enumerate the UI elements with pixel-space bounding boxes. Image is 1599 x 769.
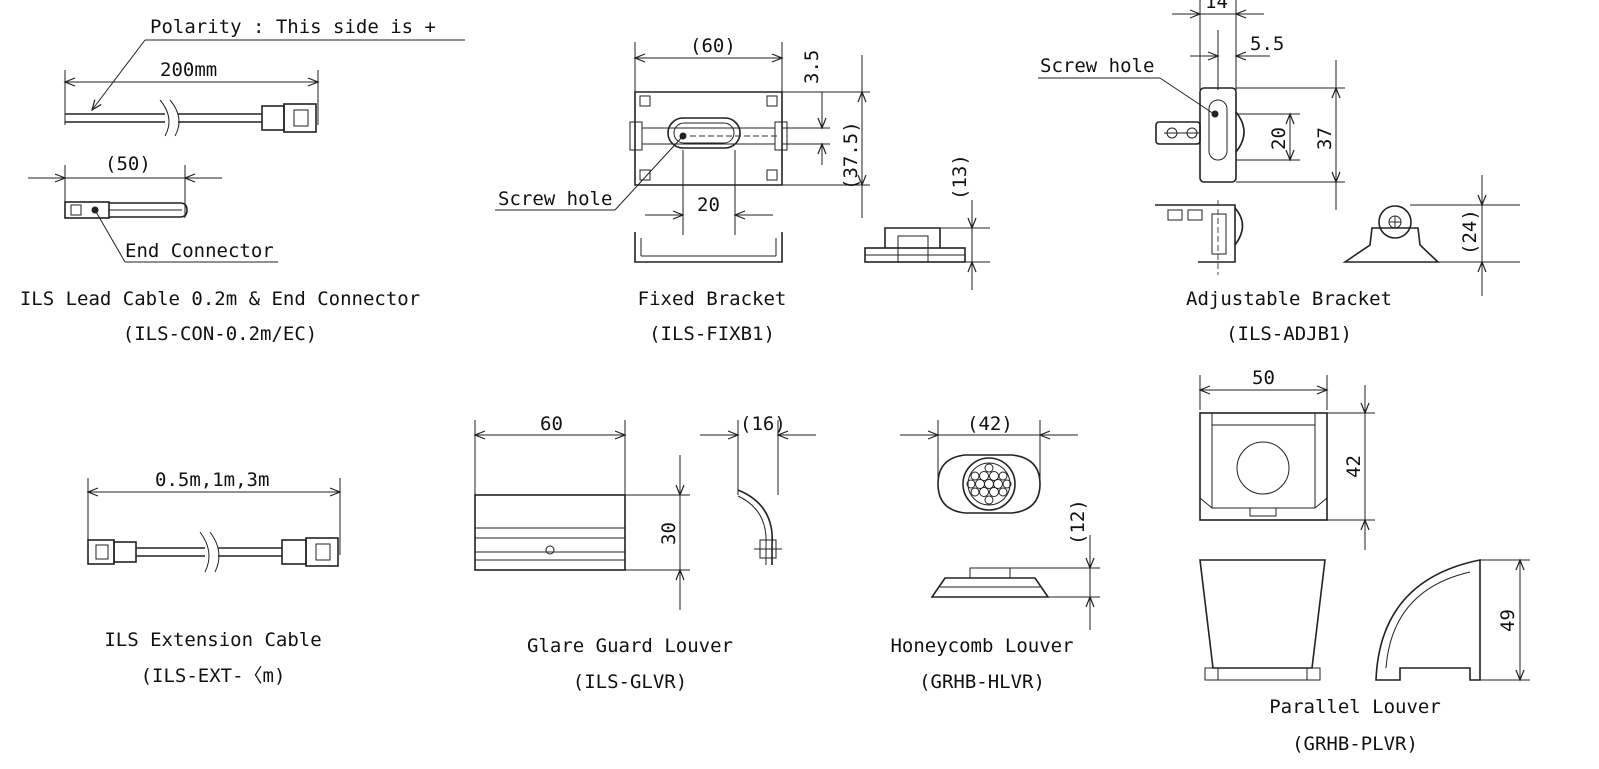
fixed-bracket-name: Fixed Bracket (638, 288, 787, 310)
end-connector-label: End Connector (125, 240, 274, 262)
parallel-code: (GRHB-PLVR) (1292, 733, 1418, 755)
lead-cable-drawing (65, 99, 317, 137)
parallel-top-view (1199, 412, 1328, 521)
parallel-front-view (1199, 559, 1326, 681)
extension-cable-name: ILS Extension Cable (104, 629, 321, 651)
honeycomb-name: Honeycomb Louver (890, 635, 1073, 657)
honeycomb-side-view (930, 567, 1050, 598)
honeycomb-code: (GRHB-HLVR) (919, 671, 1045, 693)
fixed-offset-label: 3.5 (801, 50, 823, 84)
extension-length-label: 0.5m,1m,3m (155, 469, 269, 491)
fixed-screw-hole-label: Screw hole (498, 188, 612, 210)
parallel-side-view (1375, 559, 1481, 681)
parallel-group: 50 42 (1198, 367, 1530, 755)
fixed-bracket-top-view (629, 91, 788, 186)
lead-cable-code: (ILS-CON-0.2m/EC) (123, 323, 317, 345)
fixed-bracket-group: (60) 3.5 (37.5) (495, 35, 990, 345)
adjustable-bracket-group: 14 5.5 Screw hole 20 37 (1038, 0, 1520, 345)
adjustable-bracket-side-view (1155, 200, 1244, 275)
glare-guard-group: 60 30 (16) Glare Guard Louver (473, 413, 816, 693)
fixed-bracket-end-view (864, 227, 966, 263)
fixed-bracket-channel-view (634, 232, 783, 263)
parallel-height-label: 49 (1497, 609, 1519, 632)
fixed-bracket-code: (ILS-FIXB1) (649, 323, 775, 345)
glare-guard-front-view (474, 494, 626, 571)
lead-cable-group: Polarity : This side is + 200mm (50) (20, 16, 465, 345)
honeycomb-group: (42) (12 (890, 413, 1100, 693)
glare-guard-code: (ILS-GLVR) (573, 671, 687, 693)
glare-width-label: 60 (540, 413, 563, 435)
extension-cable-drawing (87, 531, 339, 573)
glare-guard-name: Glare Guard Louver (527, 635, 733, 657)
fixed-side-height-label: (13) (949, 154, 971, 200)
glare-height-label: 30 (658, 522, 680, 545)
adjustable-bracket-end-view (1342, 205, 1441, 263)
fixed-hole-spacing-label: 20 (697, 194, 720, 216)
adjustable-offset-label: 5.5 (1250, 33, 1284, 55)
adjustable-bracket-name: Adjustable Bracket (1186, 288, 1392, 310)
honeycomb-width-label: (42) (967, 413, 1013, 435)
fixed-height-label: (37.5) (840, 121, 862, 190)
adjustable-height-label: 37 (1314, 127, 1336, 150)
end-connector-length-label: (50) (105, 153, 151, 175)
fixed-width-label: (60) (690, 35, 736, 57)
polarity-note: Polarity : This side is + (150, 16, 436, 38)
parallel-width-label: 50 (1252, 367, 1275, 389)
adjustable-bracket-front-view (1155, 87, 1245, 183)
lead-cable-name: ILS Lead Cable 0.2m & End Connector (20, 288, 420, 310)
adjustable-hole-height-label: 20 (1268, 127, 1290, 150)
glare-depth-label: (16) (740, 413, 786, 435)
glare-guard-side-view (737, 489, 782, 565)
honeycomb-top-view (937, 454, 1041, 514)
extension-cable-code: (ILS-EXT-〈m) (141, 665, 286, 687)
adjustable-side-height-label: (24) (1459, 209, 1481, 255)
honeycomb-height-label: (12) (1067, 499, 1089, 545)
parallel-name: Parallel Louver (1269, 696, 1441, 718)
end-connector-drawing (64, 201, 188, 219)
adjustable-width-label: 14 (1205, 0, 1228, 13)
adjustable-bracket-code: (ILS-ADJB1) (1226, 323, 1352, 345)
parallel-depth-label: 42 (1343, 455, 1365, 478)
lead-length-label: 200mm (160, 59, 217, 81)
adjustable-screw-hole-label: Screw hole (1040, 55, 1154, 77)
extension-cable-group: 0.5m,1m,3m ILS Extension Cable (ILS-EXT-… (86, 469, 342, 687)
